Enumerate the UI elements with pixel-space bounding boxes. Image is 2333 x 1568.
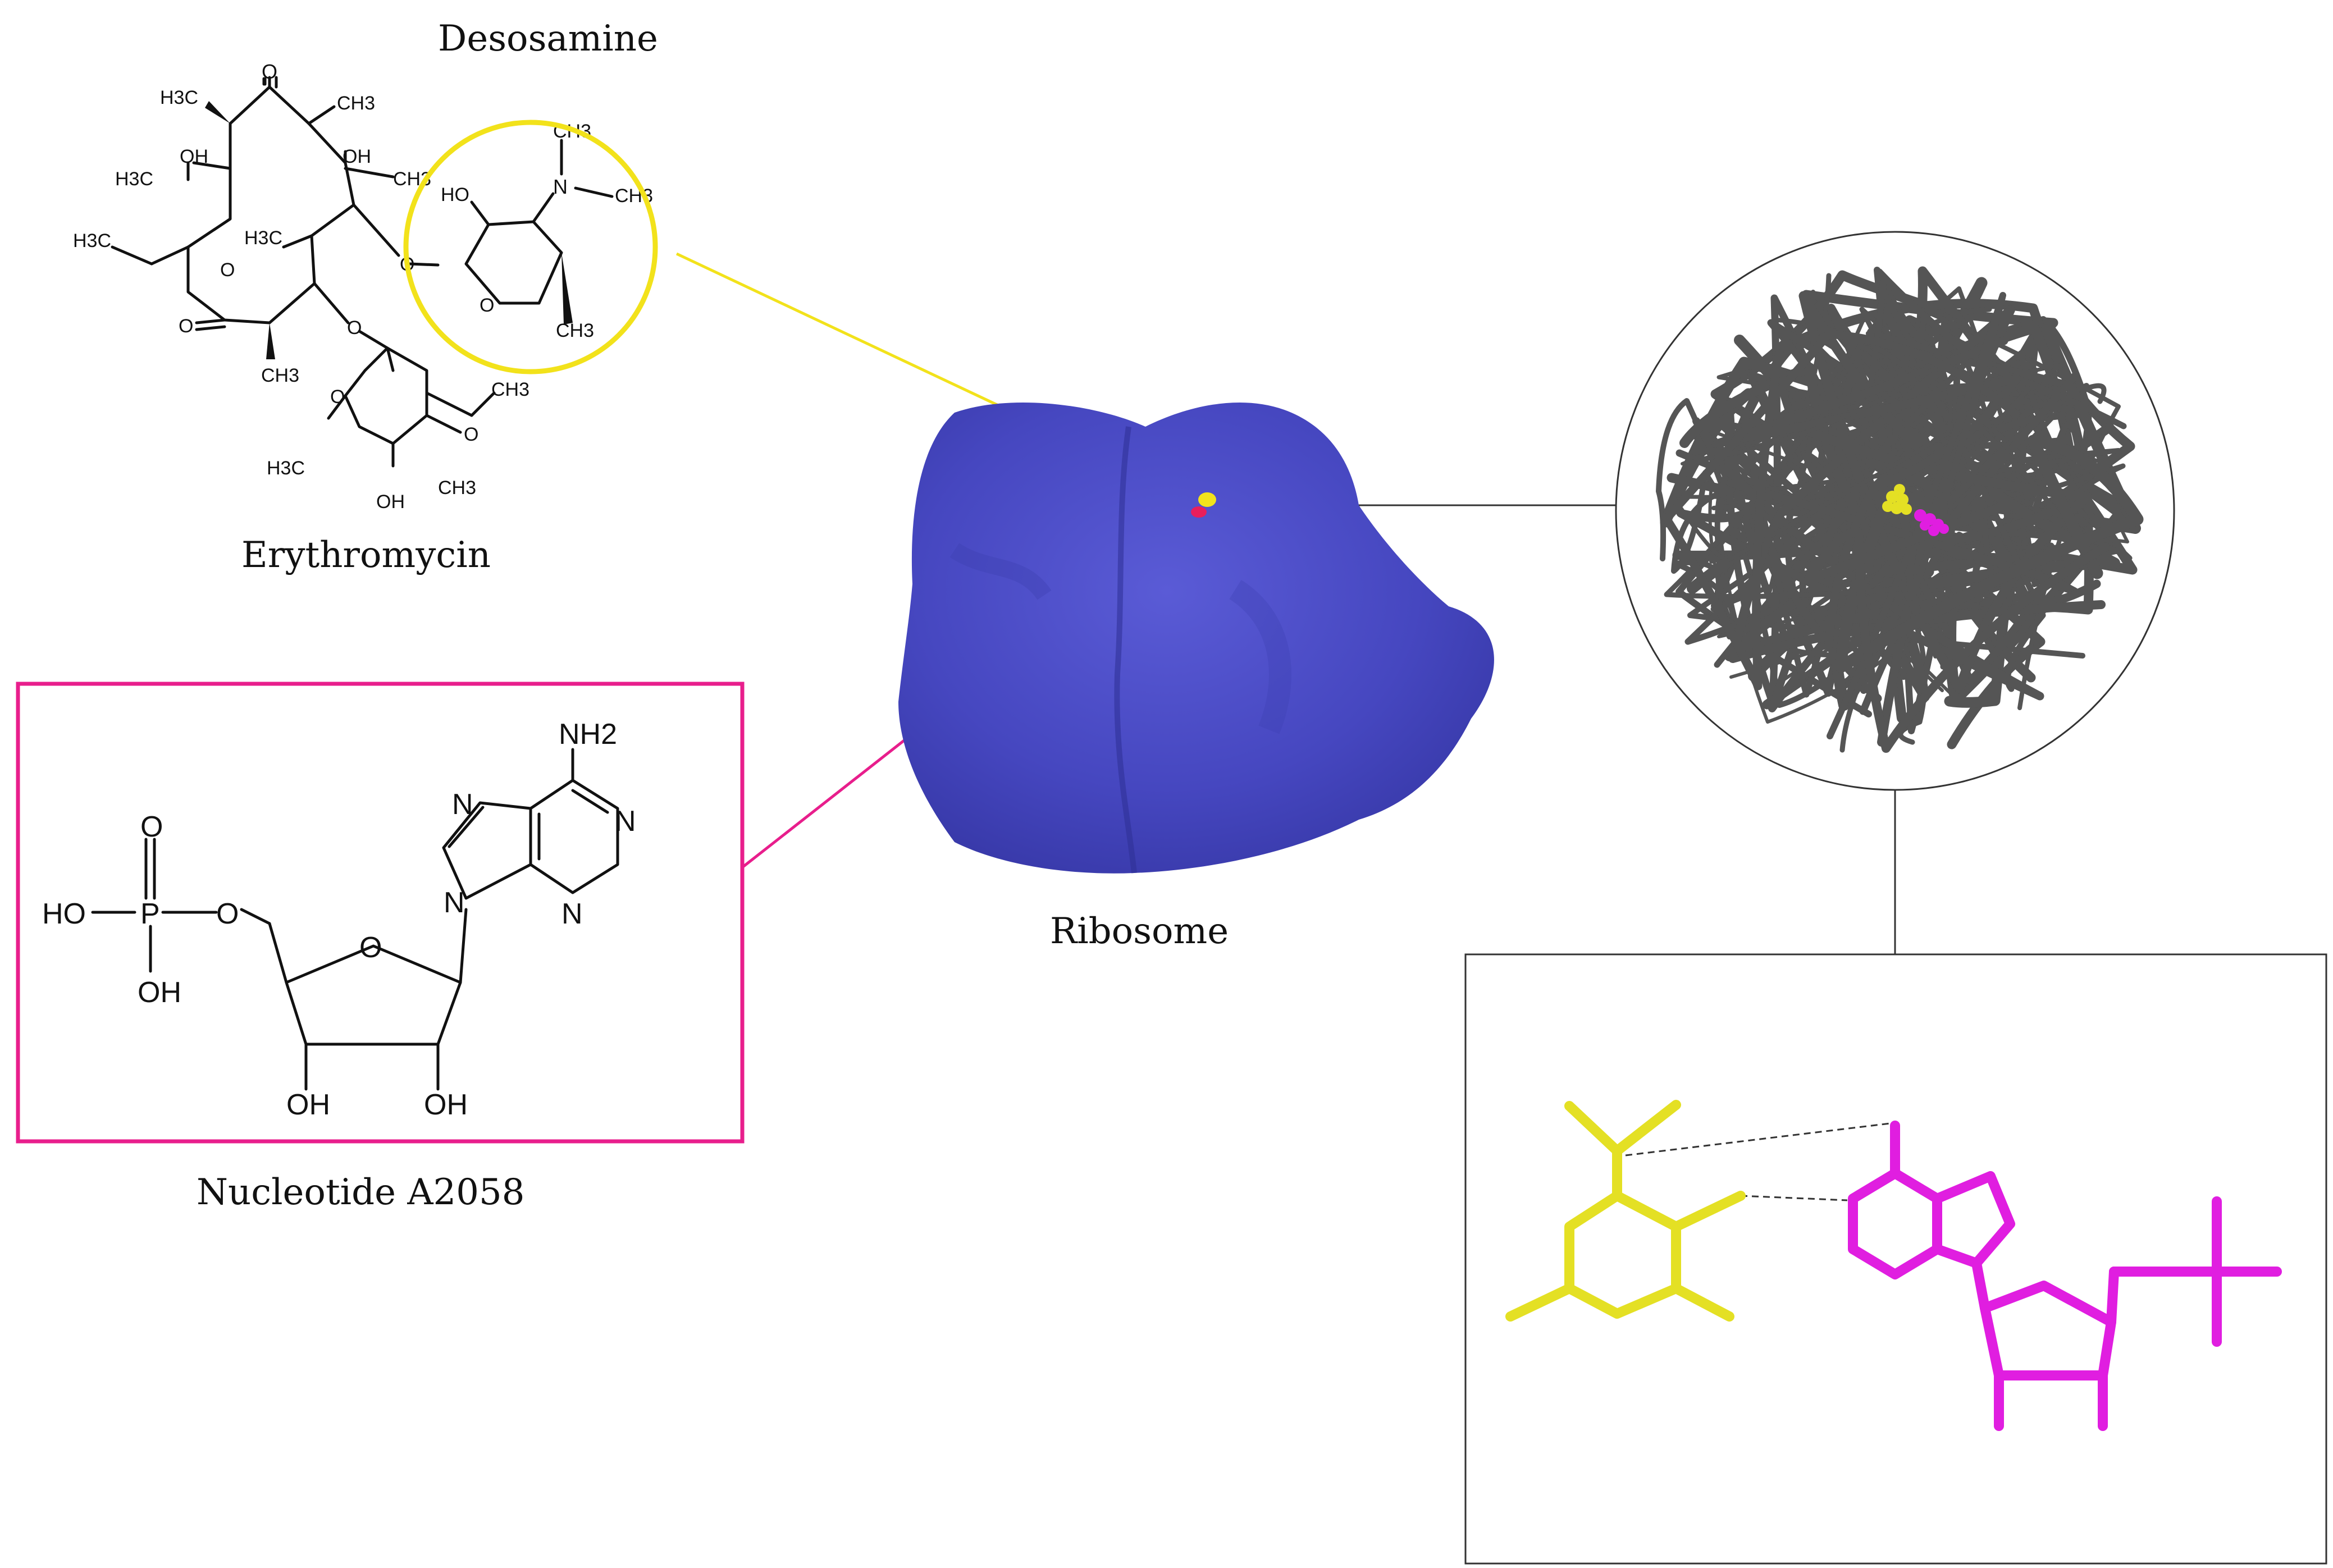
phosphorus-label: P [140,898,160,930]
hydroxyl-label: OH [424,1089,468,1121]
hydroxyl-label: OH [343,146,371,167]
phosphate-oxygen-label: O [140,811,163,843]
amine-label: NH2 [559,718,617,751]
nucleotide-box [16,682,745,1144]
hydroxyl-label: OH [138,976,181,1009]
desosamine-highlight-circle [403,120,658,374]
hydrogen-bond-lines [1625,1122,1896,1201]
methyl-label: H3C [160,87,198,108]
rna-backbone-view [1656,266,2144,753]
rna-strand [1768,337,2077,712]
erythromycin-atom-labels: O H3C CH3 OH OH H3C CH3 H3C H3C O O CH3 … [73,60,529,513]
antibiotic-atoms [1882,484,1912,515]
ethyl-label: H3C [73,230,111,252]
interaction-detail-box [1464,953,2327,1565]
lactone-oxygen-label: O [220,259,235,281]
carbonyl-oxygen-label: O [179,316,193,337]
methyl-label: CH3 [438,477,476,499]
hydroxyl-label: HO [42,898,86,930]
rna-strand [1670,362,1953,563]
rna-strand [1676,469,2044,703]
erythromycin-label: Erythromycin [241,534,491,576]
rna-strand [1713,336,2021,650]
antibiotic-stick-model [1505,1100,1746,1322]
nitrogen-label: N [561,898,583,930]
methyl-label: H3C [267,458,305,479]
nitrogen-label: N [615,805,636,838]
ribosome-surface [898,402,1494,874]
ribosome-label: Ribosome [1050,911,1229,952]
erythromycin-structure [111,76,496,468]
rna-strand [1803,502,2110,753]
nucleotide-stick-model [1848,1121,2282,1431]
ketone-oxygen-label: O [262,60,277,83]
rna-strand [1835,435,2144,673]
methyl-label: CH3 [556,320,594,341]
nucleotide-atom-labels: NH2 N N N N P O HO OH O O OH OH [42,718,636,1121]
ester-oxygen-label: O [216,898,239,930]
glycosidic-oxygen-label: O [347,317,362,339]
nucleotide-label: Nucleotide A2058 [197,1172,524,1213]
desosamine-structure [464,139,614,324]
hydroxyl-label: OH [376,491,405,513]
nucleotide-structure [91,748,619,1091]
nucleotide-marker [1191,506,1207,518]
nucleotide-atoms [1914,509,1949,536]
ring-oxygen-label: O [359,931,382,964]
desosamine-atom-labels: HO N CH3 CH3 O CH3 [441,121,653,341]
nitrogen-label: N [444,886,465,919]
methyl-label: H3C [244,227,282,249]
hydroxyl-label: OH [286,1089,330,1121]
amine-nitrogen-label: N [553,175,568,198]
methoxy-oxygen-label: O [464,424,478,445]
rna-strand [1662,330,2020,691]
methyl-label: H3C [115,168,153,190]
sugar-oxygen-label: O [330,386,345,408]
antibiotic-marker [1198,492,1216,507]
nitrogen-label: N [452,788,473,821]
methyl-label: CH3 [337,93,375,114]
hydroxyl-label: OH [180,146,208,167]
ring-oxygen-label: O [480,295,494,316]
methyl-label: CH3 [261,365,299,386]
methoxy-methyl-label: CH3 [491,379,529,400]
hydroxyl-label: HO [441,184,469,205]
rna-strand [1728,305,2106,747]
desosamine-label: Desosamine [438,18,658,60]
